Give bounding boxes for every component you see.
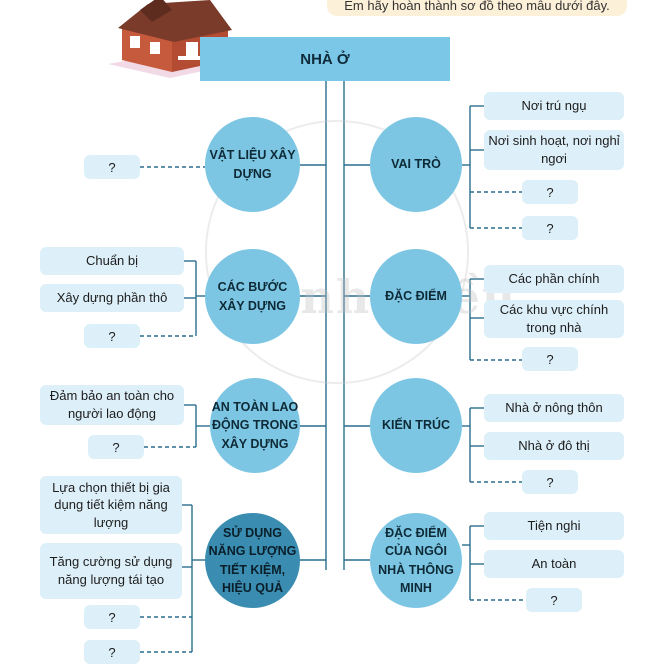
blank-vai-tro-2[interactable]: ? [522,216,578,240]
item-cac-khu-vuc-chinh: Các khu vực chính trong nhà [484,300,624,338]
node-dac-diem: ĐẶC ĐIỂM [370,249,462,344]
item-noi-tru-ngu: Nơi trú ngụ [484,92,624,120]
item-nha-o-nong-thon: Nhà ở nông thôn [484,394,624,422]
blank-nha-thong-minh[interactable]: ? [526,588,582,612]
item-xay-dung-phan-tho: Xây dựng phần thô [40,284,184,312]
blank-cac-buoc[interactable]: ? [84,324,140,348]
item-noi-sinh-hoat: Nơi sinh hoạt, nơi nghỉ ngơi [484,130,624,170]
blank-an-toan[interactable]: ? [88,435,144,459]
item-cac-phan-chinh: Các phần chính [484,265,624,293]
blank-nang-luong-1[interactable]: ? [84,605,140,629]
blank-dac-diem[interactable]: ? [522,347,578,371]
node-vat-lieu-xay-dung: VẬT LIỆU XÂY DỰNG [205,117,300,212]
node-su-dung-nang-luong: SỬ DỤNG NĂNG LƯỢNG TIẾT KIỆM, HIỆU QUẢ [205,513,300,608]
blank-kien-truc[interactable]: ? [522,470,578,494]
item-lua-chon-thiet-bi: Lựa chọn thiết bị gia dụng tiết kiệm năn… [40,476,182,534]
node-vai-tro: VAI TRÒ [370,117,462,212]
instruction-banner: Em hãy hoàn thành sơ đồ theo mẫu dưới đâ… [327,0,627,16]
item-nha-o-do-thi: Nhà ở đô thị [484,432,624,460]
node-kien-truc: KIẾN TRÚC [370,378,462,473]
blank-vai-tro-1[interactable]: ? [522,180,578,204]
node-nha-thong-minh: ĐẶC ĐIỂM CỦA NGÔI NHÀ THÔNG MINH [370,513,462,608]
item-an-toan: An toàn [484,550,624,578]
blank-vat-lieu[interactable]: ? [84,155,140,179]
node-cac-buoc-xay-dung: CÁC BƯỚC XÂY DỰNG [205,249,300,344]
item-chuan-bi: Chuẩn bị [40,247,184,275]
watermark-circle [205,120,469,384]
item-tien-nghi: Tiện nghi [484,512,624,540]
central-topic: NHÀ Ở [200,37,450,81]
item-tang-cuong-nang-luong: Tăng cường sử dụng năng lượng tái tạo [40,543,182,599]
node-an-toan-lao-dong: AN TOÀN LAO ĐỘNG TRONG XÂY DỰNG [210,378,300,473]
blank-nang-luong-2[interactable]: ? [84,640,140,664]
item-dam-bao-an-toan: Đảm bảo an toàn cho người lao động [40,385,184,425]
